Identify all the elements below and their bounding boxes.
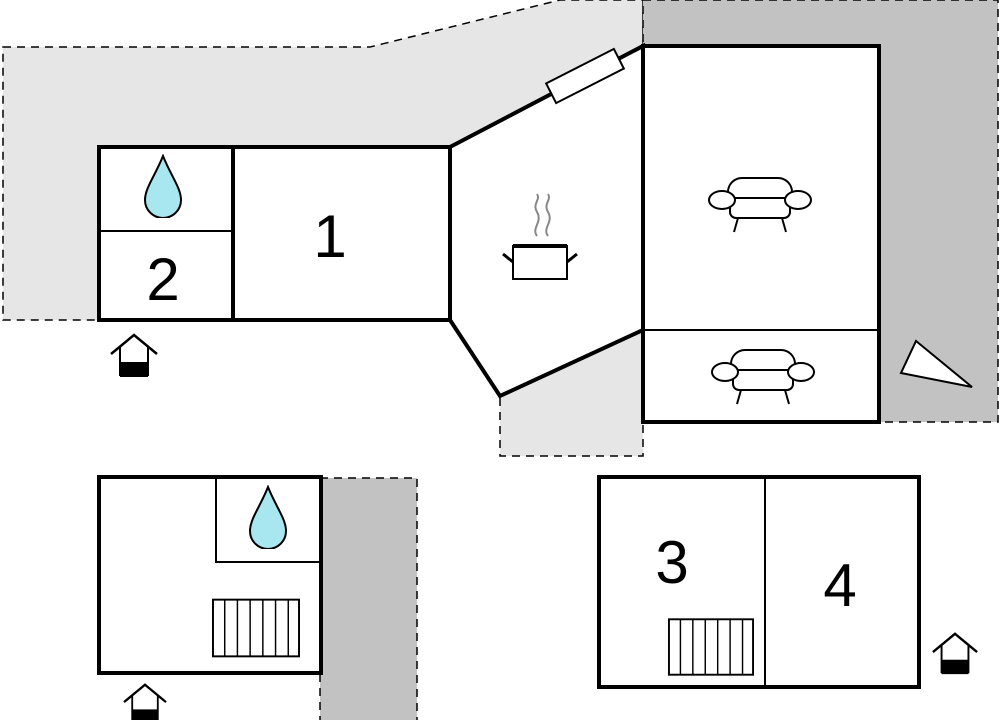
room-number-2: 2 <box>146 246 179 313</box>
house-entrance-icon <box>931 632 979 675</box>
guest-wall <box>597 475 921 689</box>
annex-bathroom-wall <box>215 477 321 563</box>
radiator-icon <box>668 618 754 676</box>
main-house <box>97 42 881 424</box>
guest-building <box>597 475 921 689</box>
room-number-4: 4 <box>823 552 856 619</box>
direction-arrow-icon <box>899 339 973 388</box>
house-entrance-icon <box>109 333 159 378</box>
window-feature <box>544 47 626 105</box>
room-number-1: 1 <box>313 203 346 270</box>
room-1-wall <box>231 145 452 322</box>
terrace-annex <box>319 477 418 720</box>
room-number-3: 3 <box>655 529 688 596</box>
house-entrance-icon <box>122 683 168 720</box>
cooking-pot-icon <box>502 193 578 280</box>
radiator-icon <box>212 598 300 658</box>
